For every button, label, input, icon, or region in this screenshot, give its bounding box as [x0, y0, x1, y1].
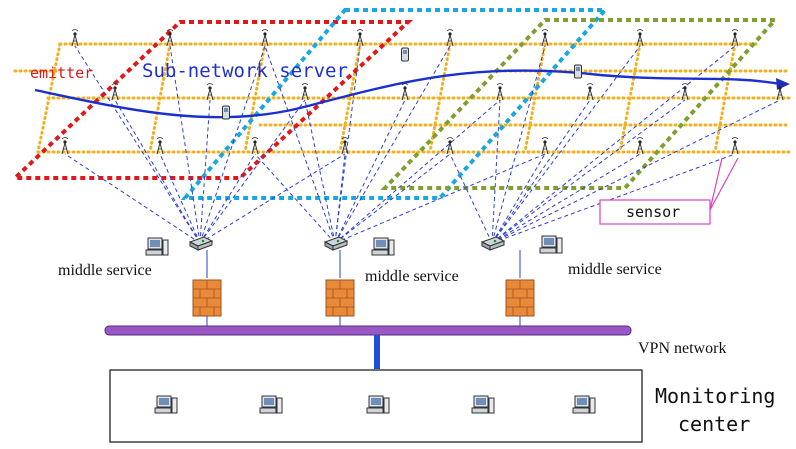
sensor-callout [599, 157, 739, 225]
middle-service-label-3: middle service [568, 261, 662, 278]
vpn-network-label: VPN network [638, 340, 727, 357]
middle-service-label-1: middle service [58, 262, 152, 279]
sensor-links [64, 45, 781, 244]
vpn-network-bar [104, 325, 632, 336]
emitter-label: emitter [30, 64, 94, 82]
subnet-cyan-boundary [180, 8, 610, 200]
sensor-grid [13, 42, 792, 154]
middle-service-label-2: middle service [365, 268, 459, 285]
monitoring-center-label-line1: Monitoring [655, 384, 776, 408]
emitter-trajectory [34, 69, 781, 119]
middle-services [145, 235, 563, 328]
monitoring-center-label-line2: center [678, 412, 751, 436]
vpn-stem [374, 335, 380, 369]
subnet-server-label: Sub-network server [142, 60, 348, 82]
subnet-green-boundary [380, 18, 780, 190]
sensor-label: sensor [626, 203, 681, 221]
subnet-red-boundary [9, 20, 414, 180]
